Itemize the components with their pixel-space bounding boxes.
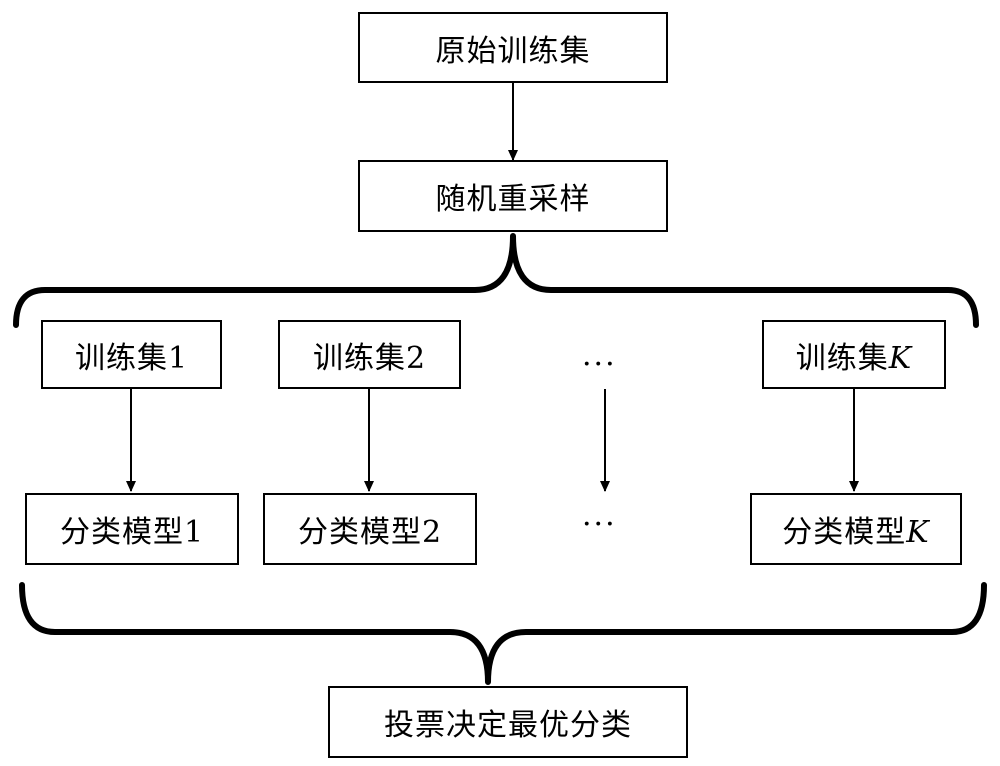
model-2-box: 分类模型2: [263, 493, 477, 565]
model-K-label: 分类模型K: [782, 515, 930, 550]
random-resample-box: 随机重采样: [358, 160, 668, 232]
original-train-set-label: 原始训练集: [435, 33, 591, 69]
model-1-box: 分类模型1: [25, 493, 239, 565]
train-set-2-box: 训练集2: [278, 320, 461, 389]
train-set-2-label: 训练集2: [312, 340, 427, 376]
train-row-ellipsis: ···: [582, 347, 617, 382]
model-K-box: 分类模型K: [750, 493, 962, 565]
original-train-set-box: 原始训练集: [358, 12, 668, 83]
train-set-K-label: 训练集K: [795, 340, 913, 376]
train-set-K-box: 训练集K: [762, 320, 946, 389]
vote-best-class-box: 投票决定最优分类: [328, 686, 688, 758]
model-2-label: 分类模型2: [297, 515, 443, 550]
vote-best-class-label: 投票决定最优分类: [384, 708, 632, 743]
train-set-1-box: 训练集1: [41, 320, 222, 389]
model-row-ellipsis: ···: [582, 507, 617, 542]
random-resample-label: 随机重采样: [435, 182, 591, 217]
bottom-brace: [19, 582, 987, 685]
train-set-1-label: 训练集1: [74, 340, 189, 376]
model-1-label: 分类模型1: [59, 515, 205, 550]
top-brace: [13, 233, 979, 328]
